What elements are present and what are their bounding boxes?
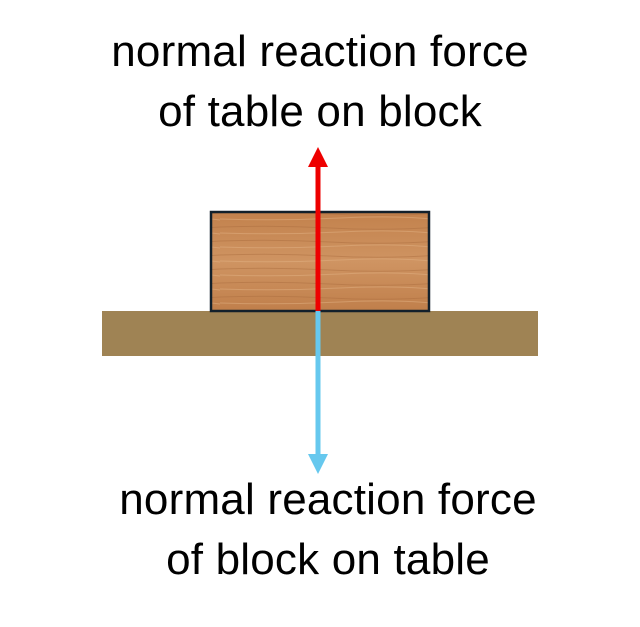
downward-force-label-line1: normal reaction force bbox=[119, 475, 537, 524]
downward-force-label-line2: of block on table bbox=[166, 535, 490, 584]
downward-force-label: normal reaction force of block on table bbox=[8, 470, 640, 590]
downward-force-arrow bbox=[308, 311, 328, 474]
upward-arrow-head bbox=[308, 147, 328, 167]
upward-force-arrow bbox=[308, 147, 328, 311]
upward-force-label: normal reaction force of table on block bbox=[0, 22, 640, 142]
upward-force-label-line1: normal reaction force bbox=[111, 27, 529, 76]
downward-arrow-head bbox=[308, 454, 328, 474]
upward-force-label-line2: of table on block bbox=[158, 87, 482, 136]
